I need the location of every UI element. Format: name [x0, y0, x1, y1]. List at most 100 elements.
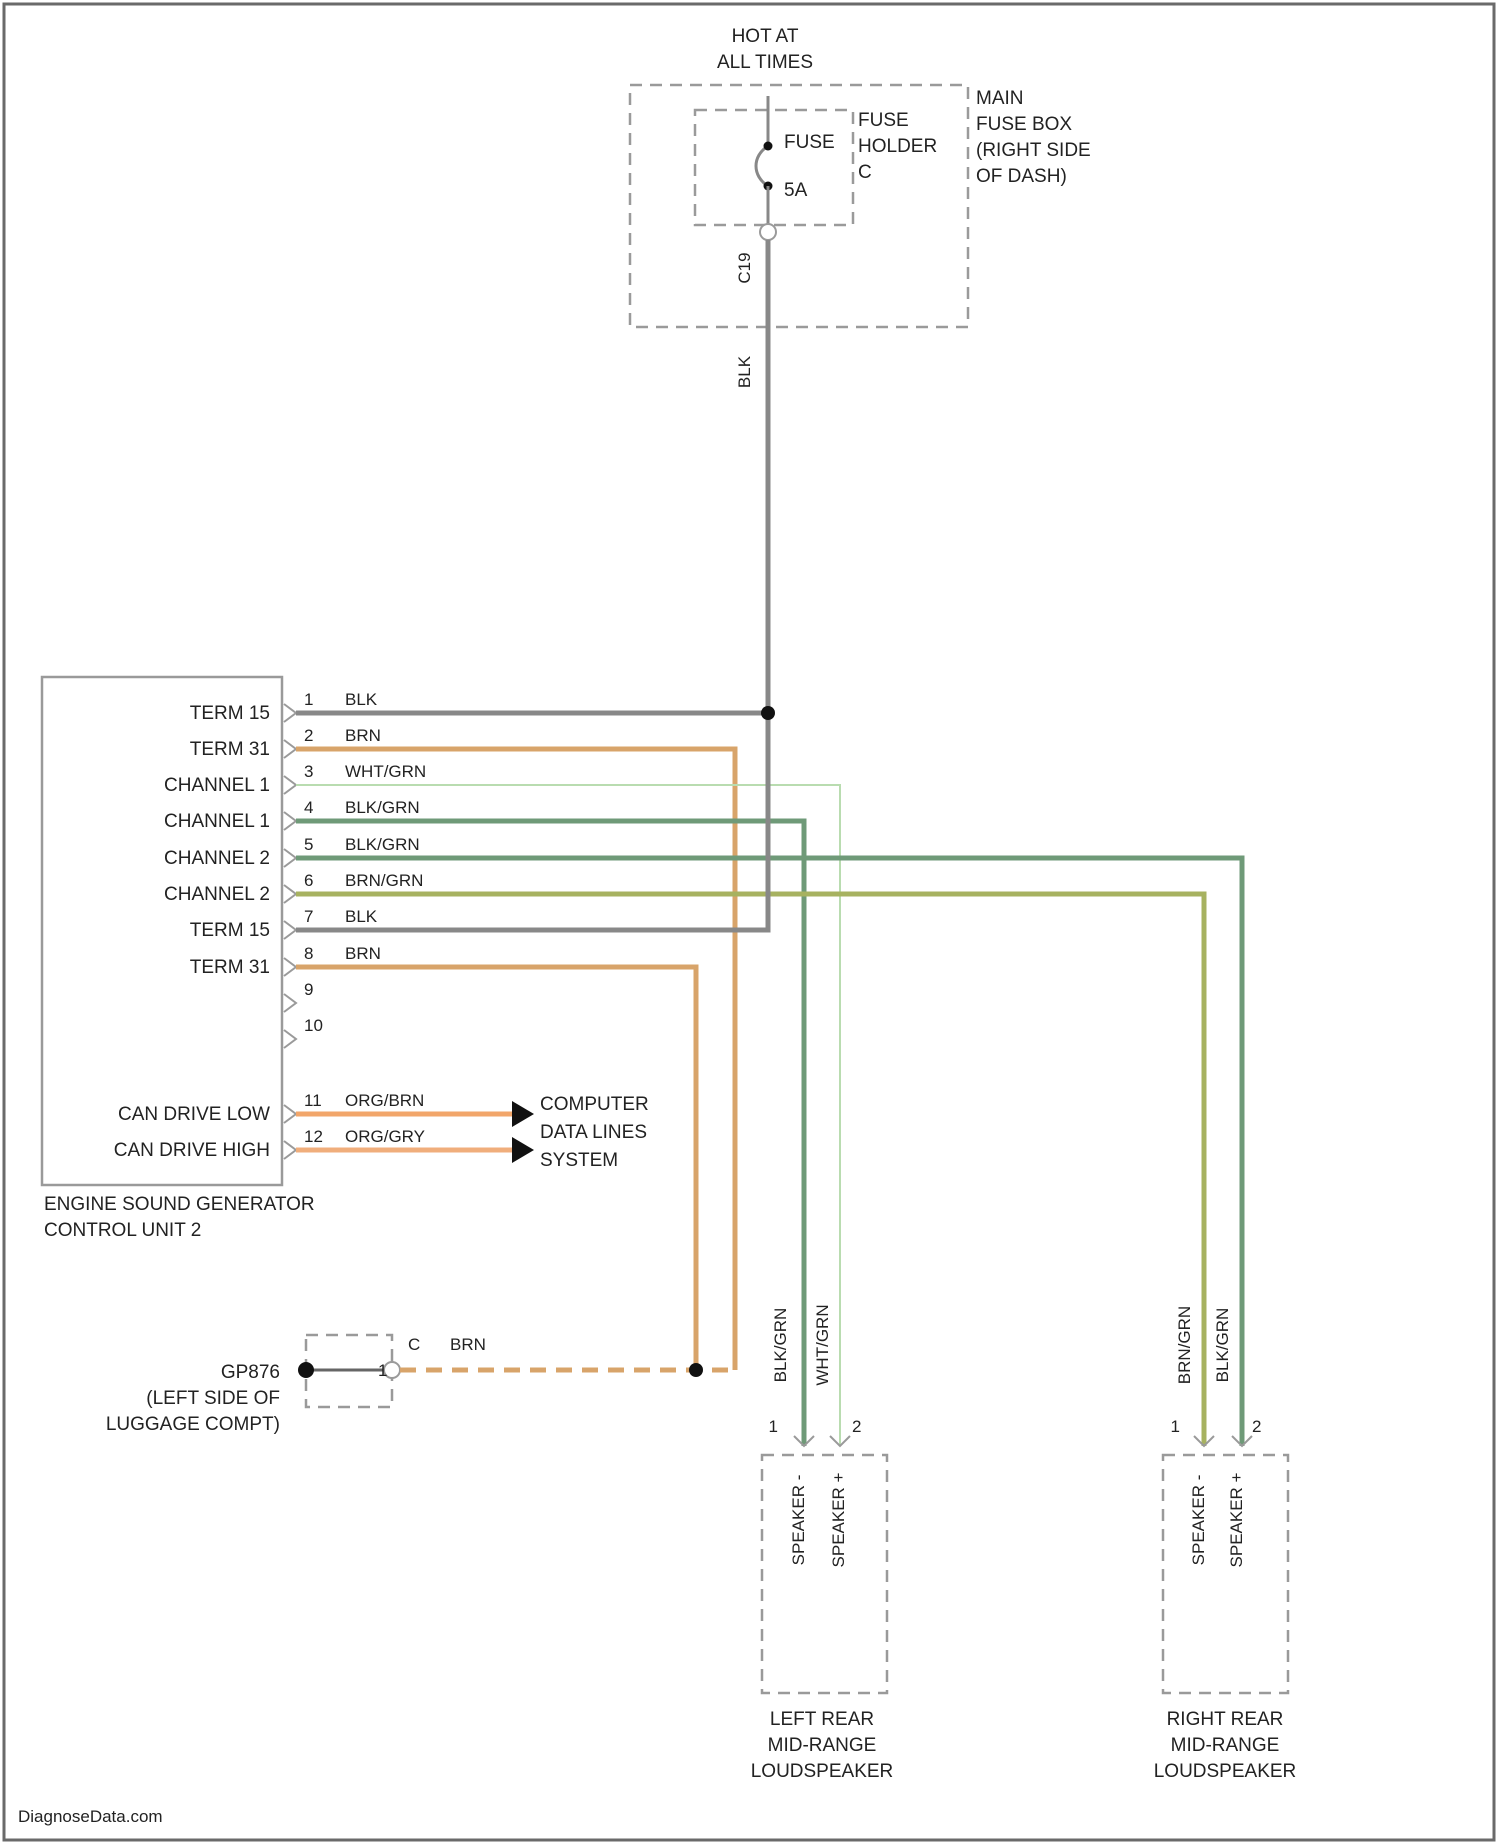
ground-point — [298, 1362, 314, 1378]
hot-label-2: ALL TIMES — [717, 52, 813, 73]
ground-location-2: LUGGAGE COMPT) — [106, 1414, 280, 1435]
pin-number-10: 10 — [304, 1016, 323, 1035]
pin-label-7: TERM 15 — [190, 920, 270, 941]
wire-pin8-brn — [296, 967, 696, 1370]
pin-connector-4 — [284, 812, 296, 830]
fuse-box-label-4: OF DASH) — [976, 166, 1067, 187]
fuse-pin-connector — [760, 224, 776, 240]
right-speaker-pin-b: 2 — [1252, 1417, 1261, 1436]
right-speaker-term-a: SPEAKER - — [1189, 1475, 1208, 1566]
main-fuse-box — [630, 85, 968, 327]
pin-label-12: CAN DRIVE HIGH — [114, 1140, 270, 1161]
ground-connector-name: C — [408, 1335, 420, 1354]
pin-connector-3 — [284, 776, 296, 794]
pin-connector-12 — [284, 1141, 296, 1159]
fuse-box-label-2: FUSE BOX — [976, 114, 1072, 135]
pin-number-3: 3 — [304, 762, 313, 781]
data-lines-label-2: DATA LINES — [540, 1122, 647, 1143]
left-speaker-pin-a: 1 — [769, 1417, 778, 1436]
pin-wire-label-6: BRN/GRN — [345, 871, 423, 890]
left-speaker-box — [762, 1455, 887, 1693]
right-speaker-name-2: MID-RANGE — [1171, 1735, 1280, 1756]
fuse-holder-label-1: FUSE — [858, 110, 909, 131]
left-speaker-name-3: LOUDSPEAKER — [751, 1761, 894, 1782]
fuse-terminal-top — [764, 142, 773, 151]
pin-connector-11 — [284, 1105, 296, 1123]
pin-number-1: 1 — [304, 690, 313, 709]
pin-wire-label-1: BLK — [345, 690, 378, 709]
right-speaker-wire-b-label: BLK/GRN — [1213, 1308, 1232, 1383]
right-speaker-term-b: SPEAKER + — [1227, 1472, 1246, 1567]
left-speaker-term-a: SPEAKER - — [789, 1475, 808, 1566]
pin-number-9: 9 — [304, 980, 313, 999]
pin-label-4: CHANNEL 1 — [164, 811, 270, 832]
hot-label-1: HOT AT — [732, 26, 799, 47]
right-speaker-name-3: LOUDSPEAKER — [1154, 1761, 1297, 1782]
blk-splice — [761, 706, 775, 720]
right-speaker-pin-a: 1 — [1171, 1417, 1180, 1436]
pin-number-6: 6 — [304, 871, 313, 890]
harness-wires — [296, 706, 1242, 1446]
left-speaker-name-1: LEFT REAR — [770, 1709, 874, 1730]
pin-number-2: 2 — [304, 726, 313, 745]
pin-wire-label-2: BRN — [345, 726, 381, 745]
pin-number-11: 11 — [304, 1091, 322, 1110]
data-lines-label-1: COMPUTER — [540, 1094, 649, 1115]
pin-connector-8 — [284, 958, 296, 976]
fuse-symbol — [756, 146, 768, 186]
left-speaker-wire-b-label: WHT/GRN — [813, 1304, 832, 1385]
fuse-holder-label-3: C — [858, 162, 872, 183]
pin-wire-label-3: WHT/GRN — [345, 762, 426, 781]
pin-label-11: CAN DRIVE LOW — [118, 1104, 270, 1125]
pin-wire-label-11: ORG/BRN — [345, 1091, 424, 1110]
left-speaker-name-2: MID-RANGE — [768, 1735, 877, 1756]
control-unit-name-2: CONTROL UNIT 2 — [44, 1220, 201, 1241]
pin-connector-10 — [284, 1030, 296, 1048]
fuse-box-label-1: MAIN — [976, 88, 1024, 109]
right-speaker-box — [1163, 1455, 1288, 1693]
ground-splice — [689, 1363, 703, 1377]
watermark: DiagnoseData.com — [18, 1807, 163, 1826]
pin-label-1: TERM 15 — [190, 703, 270, 724]
pin-wire-label-12: ORG/GRY — [345, 1127, 425, 1146]
ground-name: GP876 — [221, 1362, 280, 1383]
left-speaker-pin-b: 2 — [852, 1417, 861, 1436]
pin-number-5: 5 — [304, 835, 313, 854]
pin-number-12: 12 — [304, 1127, 323, 1146]
can-high-arrow — [512, 1137, 534, 1163]
data-lines-label-3: SYSTEM — [540, 1150, 618, 1171]
pin-number-8: 8 — [304, 944, 313, 963]
pin-connector-9 — [284, 994, 296, 1012]
pin-label-5: CHANNEL 2 — [164, 848, 270, 869]
right-speaker-wire-a-label: BRN/GRN — [1175, 1306, 1194, 1384]
fuse-rating: 5A — [784, 180, 808, 201]
feed-wire-color-label: BLK — [735, 355, 754, 388]
can-low-arrow — [512, 1101, 534, 1127]
wire-pin6-brn-grn — [296, 894, 1204, 1446]
left-speaker-term-b: SPEAKER + — [829, 1472, 848, 1567]
pin-wire-label-8: BRN — [345, 944, 381, 963]
fuse-holder-label-2: HOLDER — [858, 136, 937, 157]
pin-number-4: 4 — [304, 798, 313, 817]
fuse-number: C19 — [735, 252, 754, 283]
pin-label-2: TERM 31 — [190, 739, 270, 760]
pin-label-6: CHANNEL 2 — [164, 884, 270, 905]
pin-connector-6 — [284, 885, 296, 903]
pin-connector-7 — [284, 921, 296, 939]
pin-connector-1 — [284, 704, 296, 722]
pin-number-7: 7 — [304, 907, 313, 926]
pin-wire-label-5: BLK/GRN — [345, 835, 420, 854]
pin-connector-2 — [284, 740, 296, 758]
pin-wire-label-4: BLK/GRN — [345, 798, 420, 817]
fuse-name: FUSE — [784, 132, 835, 153]
ground-connector-pin: 1 — [378, 1361, 387, 1380]
right-speaker-name-1: RIGHT REAR — [1167, 1709, 1284, 1730]
fuse-holder — [695, 110, 853, 225]
fuse-box-label-3: (RIGHT SIDE — [976, 140, 1091, 161]
ground-wire-label: BRN — [450, 1335, 486, 1354]
pin-label-8: TERM 31 — [190, 957, 270, 978]
pin-connector-5 — [284, 849, 296, 867]
control-unit-name-1: ENGINE SOUND GENERATOR — [44, 1194, 315, 1215]
